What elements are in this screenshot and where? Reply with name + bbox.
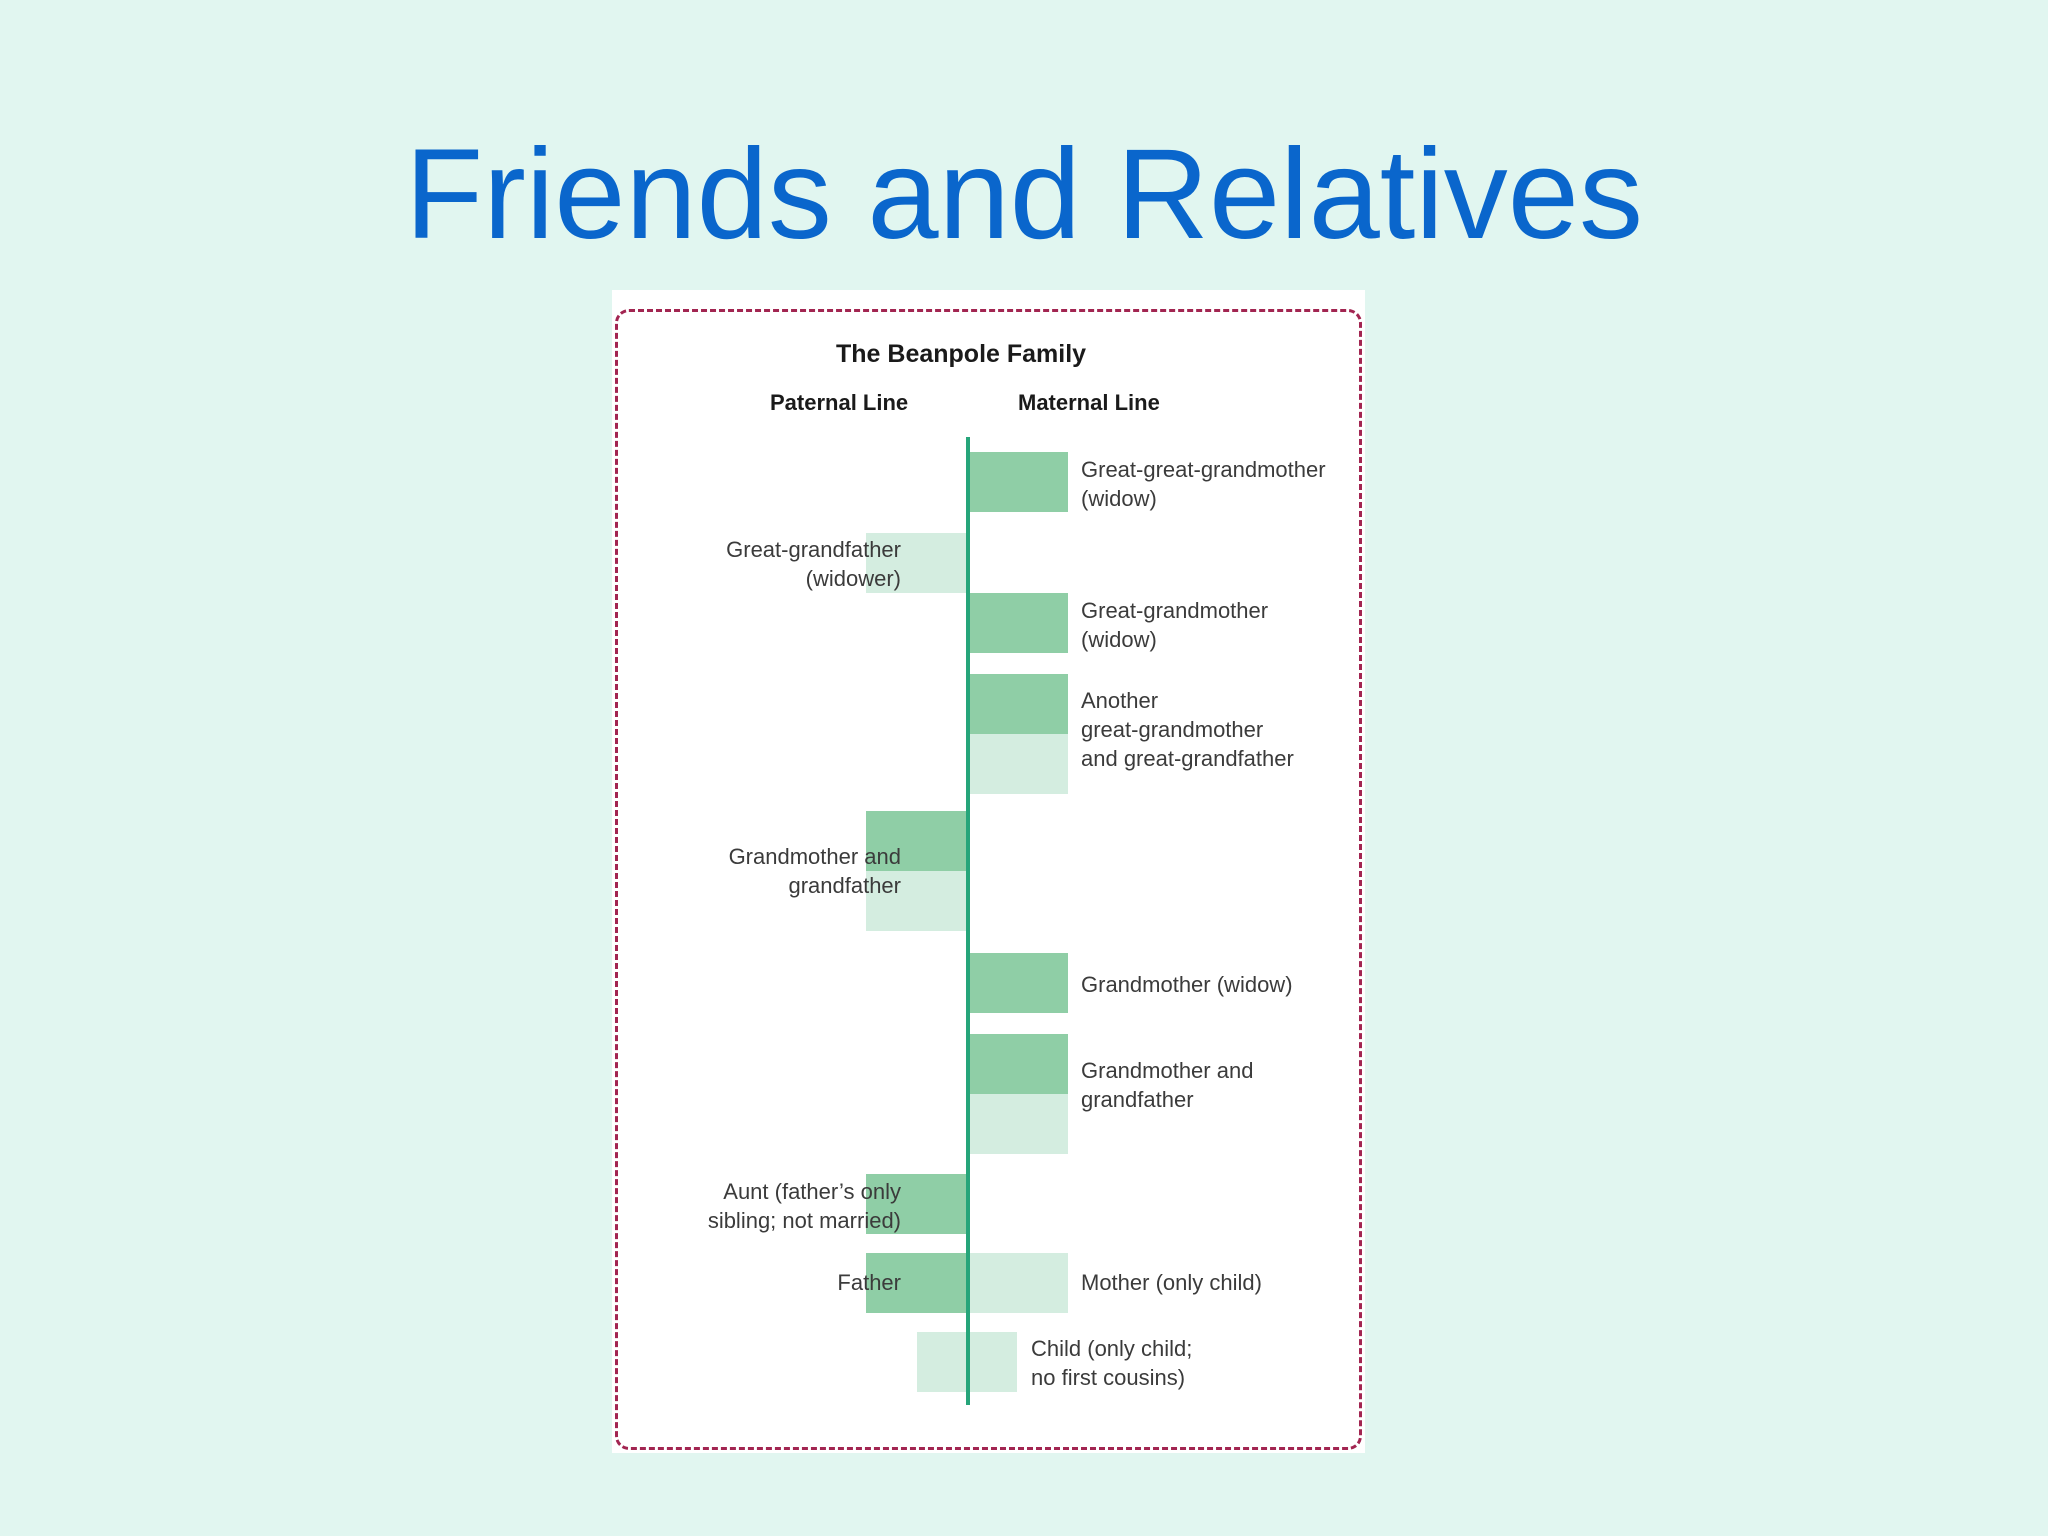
aunt-block	[866, 1174, 966, 1234]
paternal-grandfather-block	[866, 871, 966, 931]
another-great-grandparents-label: Another great-grandmother and great-gran…	[1081, 688, 1294, 771]
father-block	[866, 1253, 966, 1313]
dashed-frame	[615, 309, 1362, 1450]
paternal-line-header: Paternal Line	[770, 390, 909, 415]
generation-spine-line	[966, 437, 970, 1405]
maternal-line-header: Maternal Line	[1018, 390, 1160, 415]
aunt-label: Aunt (father’s only sibling; not married…	[707, 1179, 901, 1233]
paternal-grandparents-label: Grandmother and grandfather	[728, 844, 901, 898]
paternal-great-grandfather-block	[866, 533, 966, 593]
slide-title: Friends and Relatives	[405, 123, 1643, 266]
paternal-great-grandfather-label: Great-grandfather (widower)	[726, 537, 901, 591]
child-label: Child (only child; no first cousins)	[1031, 1336, 1193, 1390]
maternal-great-grandmother-label: Great-grandmother (widow)	[1081, 598, 1269, 652]
maternal-great-grandmother-block	[968, 593, 1068, 653]
beanpole-family-figure: The Beanpole Family Paternal Line Matern…	[612, 290, 1365, 1453]
paternal-grandmother-block	[866, 811, 966, 871]
father-label: Father	[837, 1270, 901, 1295]
maternal-grandmother-block	[968, 1034, 1068, 1094]
maternal-grandmother-widow-label: Grandmother (widow)	[1081, 972, 1293, 997]
figure-title: The Beanpole Family	[836, 340, 1087, 368]
maternal-grandparents-label: Grandmother and grandfather	[1081, 1058, 1254, 1112]
great-great-grandmother-label: Great-great-grandmother (widow)	[1081, 457, 1326, 511]
another-great-grandmother-block	[968, 674, 1068, 734]
great-great-grandmother-block	[968, 452, 1068, 512]
another-great-grandfather-block	[968, 734, 1068, 794]
maternal-grandmother-widow-block	[968, 953, 1068, 1013]
mother-block	[968, 1253, 1068, 1313]
maternal-grandfather-block	[968, 1094, 1068, 1154]
mother-label: Mother (only child)	[1081, 1270, 1262, 1295]
